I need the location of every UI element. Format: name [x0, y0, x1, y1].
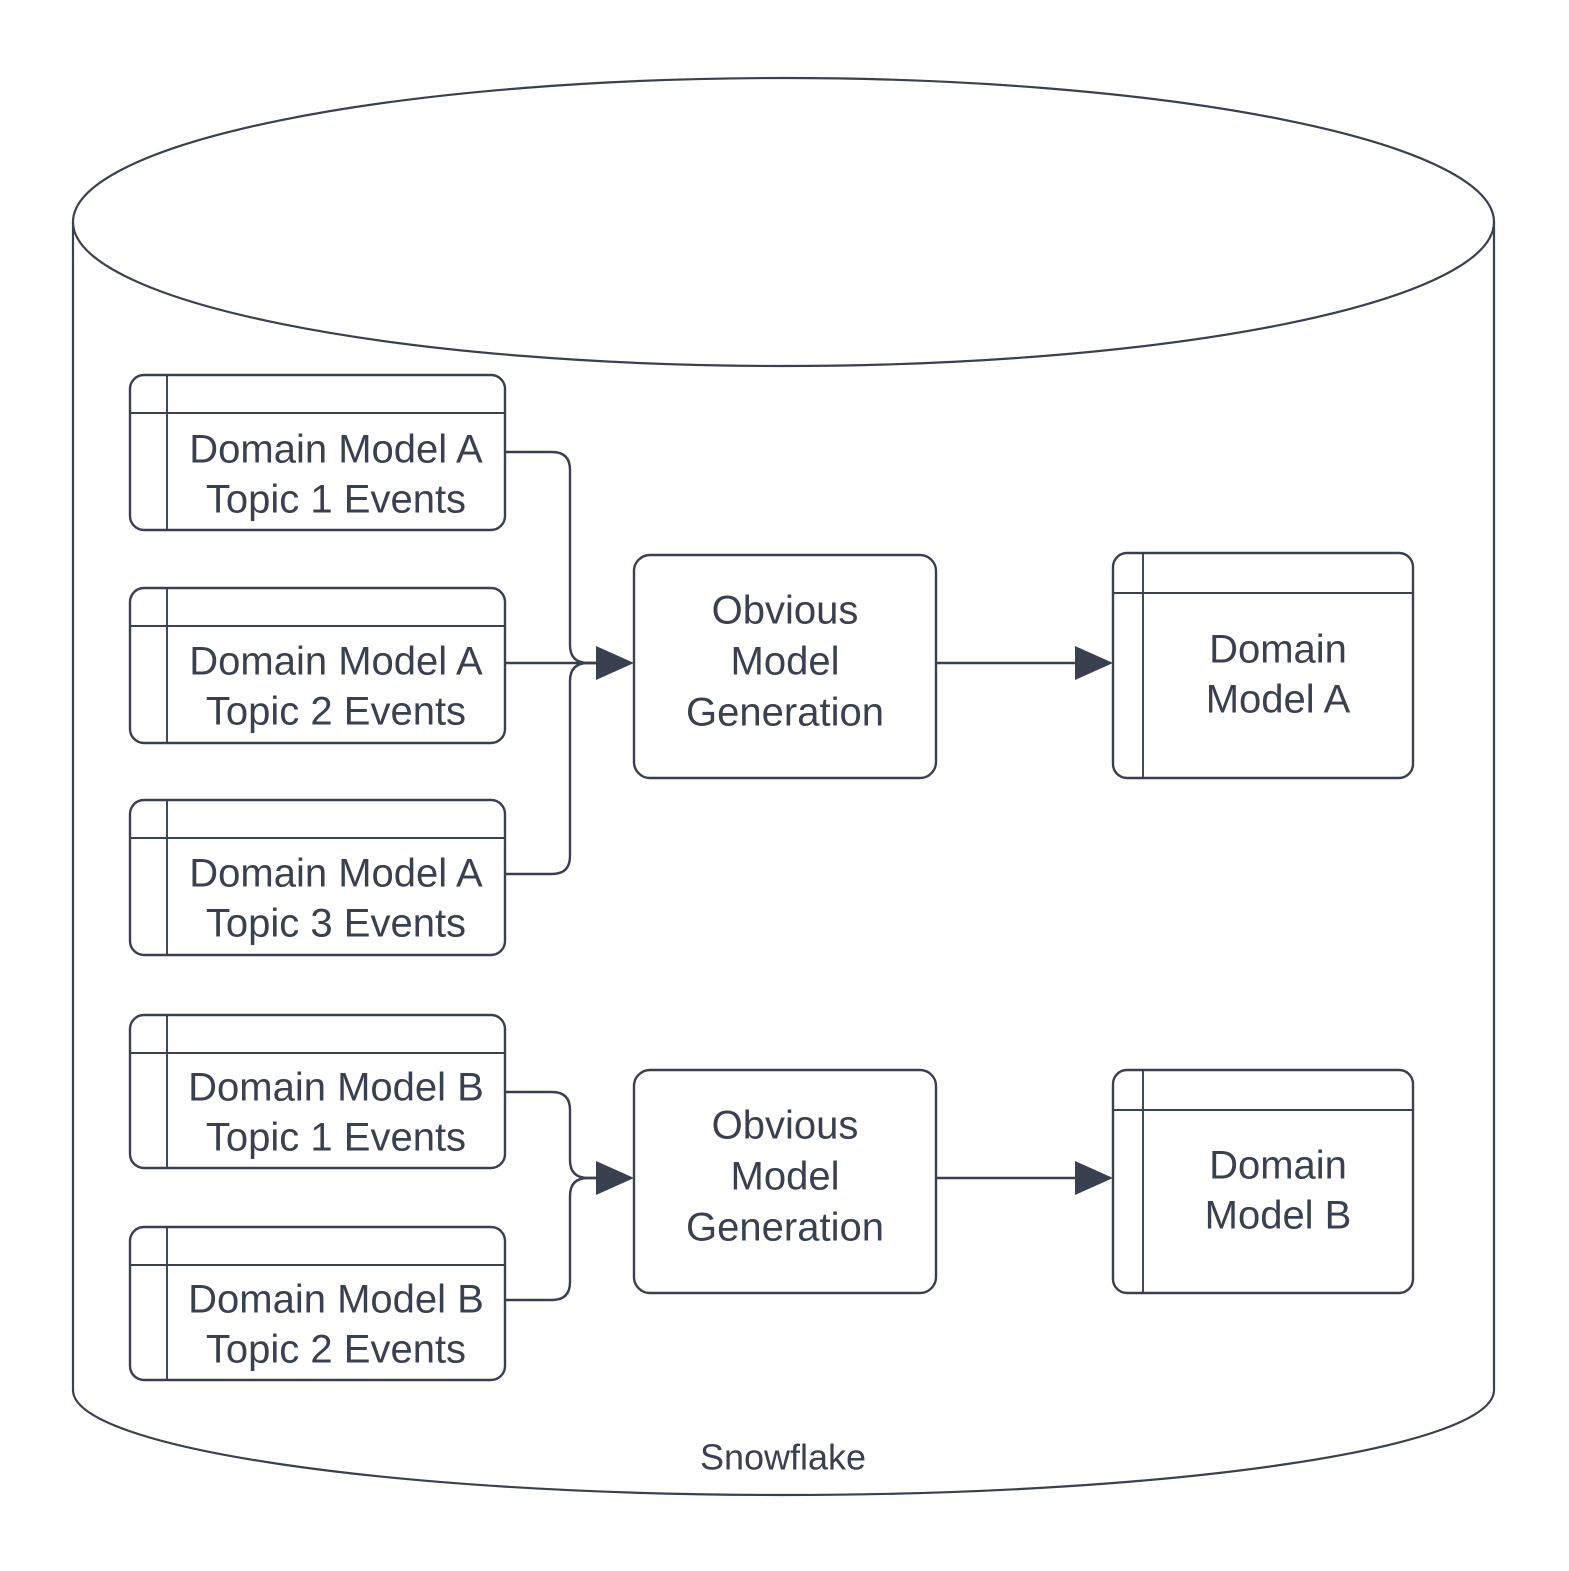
arrowhead-into-model-b — [1075, 1161, 1113, 1195]
table-label-line2: Topic 2 Events — [206, 1328, 466, 1372]
process-label-line3: Generation — [686, 1206, 884, 1250]
output-node-model-a[interactable]: Domain Model A — [1111, 551, 1415, 780]
process-node-gen-b[interactable]: Obvious Model Generation — [632, 1068, 938, 1295]
output-label-line1: Domain — [1209, 1144, 1347, 1188]
arrowhead-into-gen-a — [596, 646, 634, 680]
output-node-model-b[interactable]: Domain Model B — [1111, 1068, 1415, 1295]
output-label-line1: Domain — [1209, 628, 1347, 672]
process-label-line2: Model — [731, 640, 840, 684]
process-node-gen-a[interactable]: Obvious Model Generation — [632, 553, 938, 780]
table-label-line2: Topic 2 Events — [206, 690, 466, 734]
output-label-line2: Model A — [1206, 678, 1351, 722]
arrowhead-into-model-a — [1075, 646, 1113, 680]
arrowhead-into-gen-b — [596, 1161, 634, 1195]
table-node-a-topic-3[interactable]: Domain Model A Topic 3 Events — [128, 798, 507, 957]
connector-group-b — [505, 1090, 634, 1302]
table-node-a-topic-2[interactable]: Domain Model A Topic 2 Events — [128, 586, 507, 745]
connector-gen-b-to-model-b — [936, 1161, 1113, 1195]
table-label-line1: Domain Model B — [188, 1066, 484, 1110]
table-label-line2: Topic 1 Events — [206, 1116, 466, 1160]
table-node-a-topic-1[interactable]: Domain Model A Topic 1 Events — [128, 373, 507, 532]
table-label-line2: Topic 3 Events — [206, 902, 466, 946]
table-label-line1: Domain Model A — [189, 640, 483, 684]
connector-gen-a-to-model-a — [936, 646, 1113, 680]
table-label-line1: Domain Model A — [189, 852, 483, 896]
table-label-line2: Topic 1 Events — [206, 478, 466, 522]
process-label-line2: Model — [731, 1155, 840, 1199]
table-label-line1: Domain Model A — [189, 428, 483, 472]
cylinder-label-snowflake: Snowflake — [700, 1437, 866, 1478]
table-node-b-topic-1[interactable]: Domain Model B Topic 1 Events — [128, 1013, 507, 1170]
output-label-line2: Model B — [1205, 1194, 1352, 1238]
process-label-line1: Obvious — [712, 1104, 859, 1148]
process-label-line3: Generation — [686, 691, 884, 735]
table-node-b-topic-2[interactable]: Domain Model B Topic 2 Events — [128, 1225, 507, 1382]
process-label-line1: Obvious — [712, 589, 859, 633]
connector-group-a — [505, 450, 634, 876]
table-label-line1: Domain Model B — [188, 1278, 484, 1322]
